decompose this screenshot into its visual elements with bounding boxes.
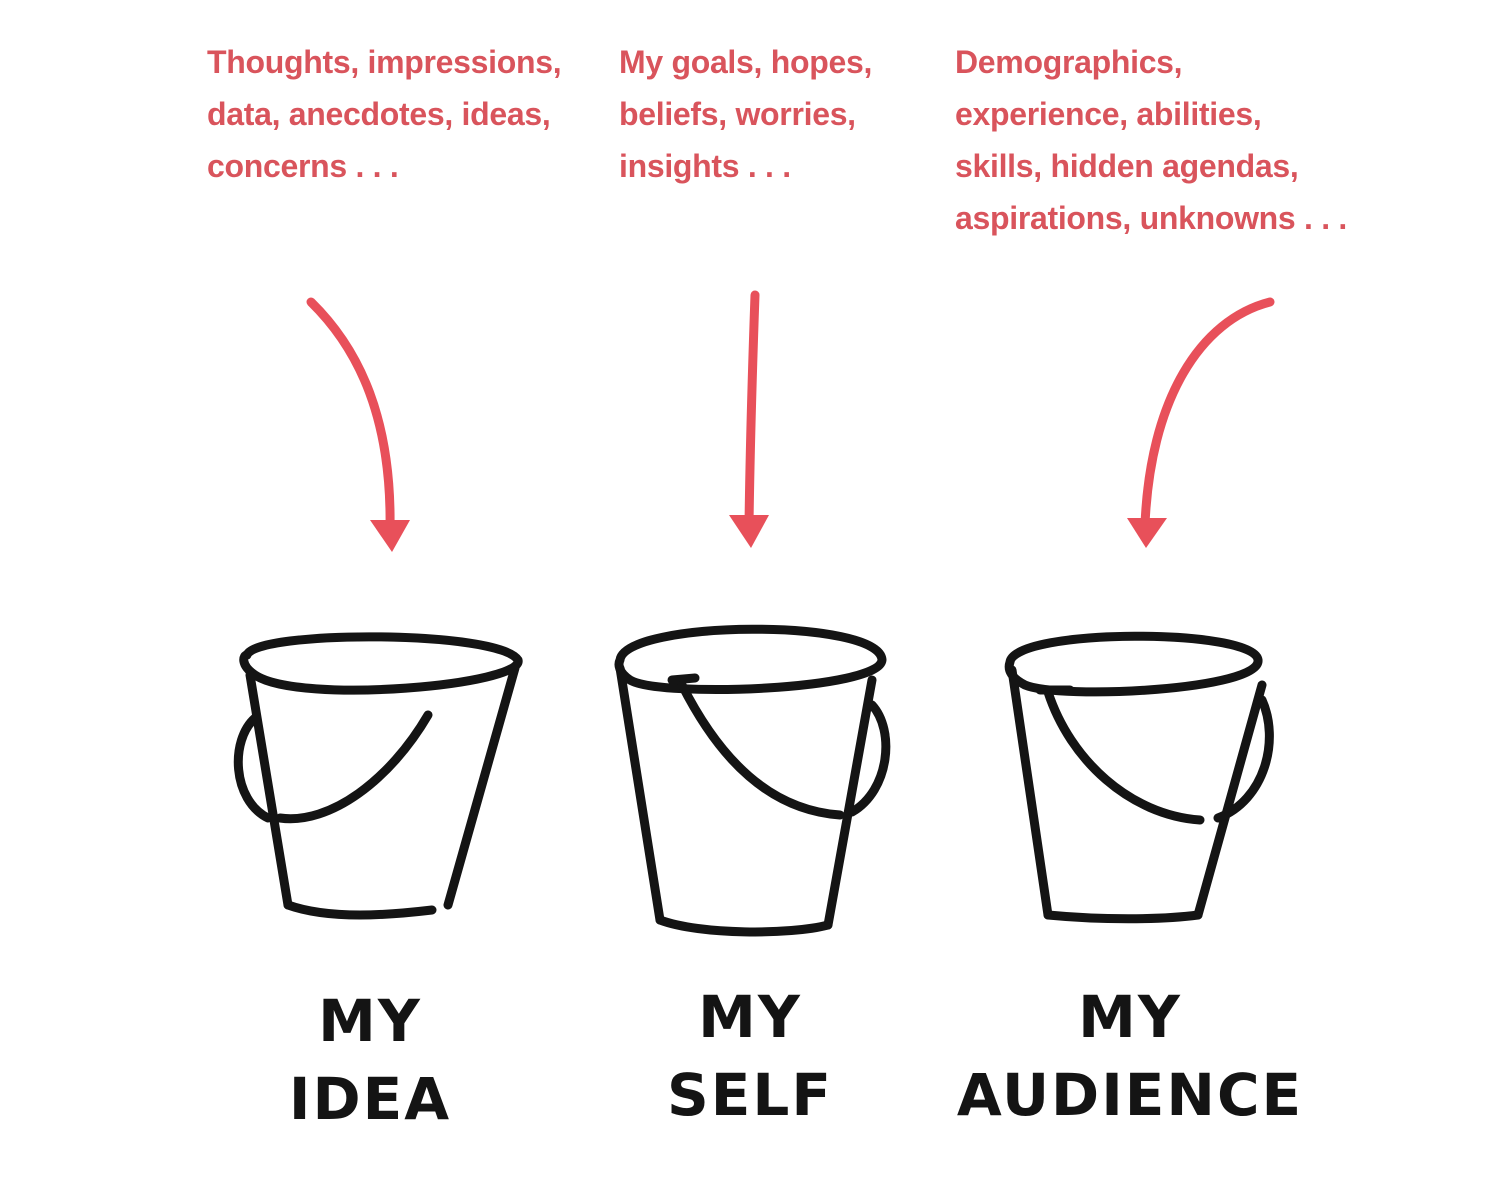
label-line: SELF <box>667 1061 833 1129</box>
label-line: AUDIENCE <box>956 1061 1304 1129</box>
bucket-idea <box>233 632 523 920</box>
caption-line: beliefs, worries, <box>619 96 856 132</box>
arrow-head-idea <box>370 520 410 552</box>
caption-line: My goals, hopes, <box>619 44 873 80</box>
label-line: MY <box>698 983 802 1051</box>
arrow-head-audience <box>1127 518 1167 548</box>
bucket-self <box>614 624 891 937</box>
label-line: MY <box>1078 983 1182 1051</box>
label-my-self: MY SELF <box>610 978 890 1134</box>
caption-self: My goals, hopes, beliefs, worries, insig… <box>619 36 872 192</box>
caption-line: Demographics, <box>955 44 1183 80</box>
caption-idea: Thoughts, impressions, data, anecdotes, … <box>207 36 562 192</box>
caption-line: aspirations, unknowns . . . <box>955 200 1347 236</box>
label-my-audience: MY AUDIENCE <box>930 978 1330 1134</box>
arrow-audience <box>1140 297 1275 530</box>
arrow-self <box>744 290 760 530</box>
label-line: IDEA <box>288 1065 452 1133</box>
caption-line: data, anecdotes, ideas, <box>207 96 551 132</box>
caption-line: Thoughts, impressions, <box>207 44 562 80</box>
caption-line: experience, abilities, <box>955 96 1262 132</box>
caption-line: skills, hidden agendas, <box>955 148 1299 184</box>
caption-audience: Demographics, experience, abilities, ski… <box>955 36 1347 244</box>
arrow-idea <box>306 297 395 535</box>
bucket-audience <box>1004 631 1274 924</box>
label-my-idea: MY IDEA <box>240 982 500 1138</box>
caption-line: concerns . . . <box>207 148 399 184</box>
caption-line: insights . . . <box>619 148 791 184</box>
arrow-head-self <box>729 515 769 548</box>
label-line: MY <box>318 987 422 1055</box>
